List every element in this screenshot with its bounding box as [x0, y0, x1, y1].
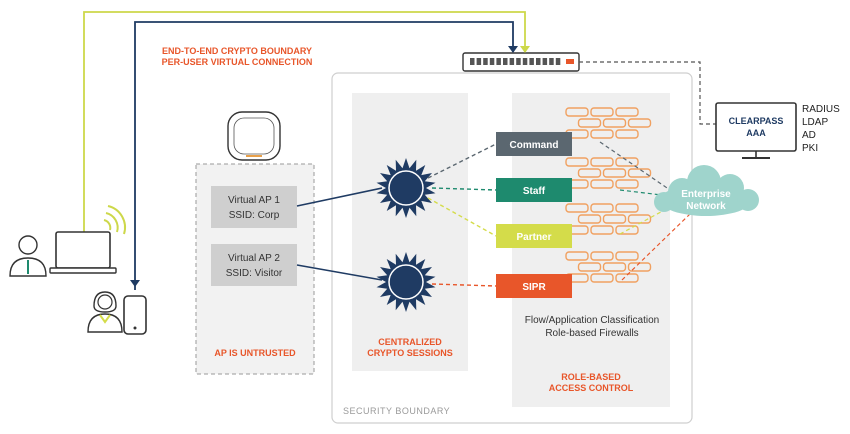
crypto-label-line1: CENTRALIZED [378, 337, 442, 347]
role-partner: Partner [496, 224, 572, 248]
crypto-boundary-line1: END-TO-END CRYPTO BOUNDARY [162, 46, 312, 56]
phone-tunnel-arrow-bottom [130, 280, 140, 287]
access-point-icon [227, 111, 281, 161]
role-partner-label: Partner [516, 232, 551, 243]
vap1-to-crypto-line [296, 187, 383, 207]
clearpass-service-radius: RADIUS [802, 104, 840, 115]
clearpass-service-ad: AD [802, 130, 816, 141]
clearpass-service-ldap: LDAP [802, 117, 828, 128]
crypto-session-2-icon [376, 252, 436, 312]
vap1-line2: SSID: Corp [229, 210, 280, 221]
crypto-label-line2: CRYPTO SESSIONS [367, 348, 453, 358]
crypto-boundary-line2: PER-USER VIRTUAL CONNECTION [162, 57, 313, 67]
phone-user-icon [87, 291, 123, 333]
clearpass-line2: AAA [746, 128, 766, 138]
controller-switch-icon [462, 52, 580, 72]
role-staff-label: Staff [523, 186, 546, 197]
role-staff: Staff [496, 178, 572, 202]
firewall-label-line2: ACCESS CONTROL [549, 383, 634, 393]
clearpass-line1: CLEARPASS [729, 116, 784, 126]
vap2-line2: SSID: Visitor [226, 268, 283, 279]
virtual-ap-1-box [211, 186, 297, 228]
firewall-label-line1: ROLE-BASED [561, 372, 621, 382]
switch-to-clearpass-line [579, 61, 716, 125]
clearpass-service-pki: PKI [802, 143, 818, 154]
crypto-to-command-line [427, 143, 497, 179]
crypto-to-sipr-line [431, 283, 497, 287]
clearpass-monitor-icon [715, 102, 797, 159]
wifi-icon [103, 205, 126, 235]
laptop-tunnel-arrow [520, 46, 530, 53]
vap2-to-crypto-line [296, 264, 383, 281]
ap-untrusted-label: AP IS UNTRUSTED [214, 348, 296, 358]
firewall-desc-line2: Role-based Firewalls [545, 328, 638, 339]
role-command-label: Command [510, 140, 559, 151]
laptop-tunnel-line [83, 11, 526, 232]
vap2-line1: Virtual AP 2 [228, 253, 280, 264]
laptop-user-icon [9, 235, 47, 277]
enterprise-line2: Network [686, 201, 726, 212]
firewall-brick-icons [565, 107, 652, 283]
laptop-icon [49, 231, 117, 274]
smartphone-icon [123, 295, 147, 335]
phone-tunnel-line [134, 21, 514, 290]
role-sipr: SIPR [496, 274, 572, 298]
enterprise-cloud-icon [654, 165, 759, 216]
enterprise-line1: Enterprise [681, 189, 731, 200]
role-command: Command [496, 132, 572, 156]
crypto-to-staff-line [431, 187, 497, 191]
firewall-desc-line1: Flow/Application Classification [525, 315, 660, 326]
virtual-ap-2-box [211, 244, 297, 286]
role-sipr-label: SIPR [522, 282, 546, 293]
phone-tunnel-arrow-top [508, 46, 518, 53]
vap1-line1: Virtual AP 1 [228, 195, 280, 206]
security-boundary-label: SECURITY BOUNDARY [343, 406, 450, 416]
crypto-session-1-icon [376, 158, 436, 218]
crypto-panel [352, 93, 468, 371]
crypto-to-partner-line [427, 197, 497, 237]
